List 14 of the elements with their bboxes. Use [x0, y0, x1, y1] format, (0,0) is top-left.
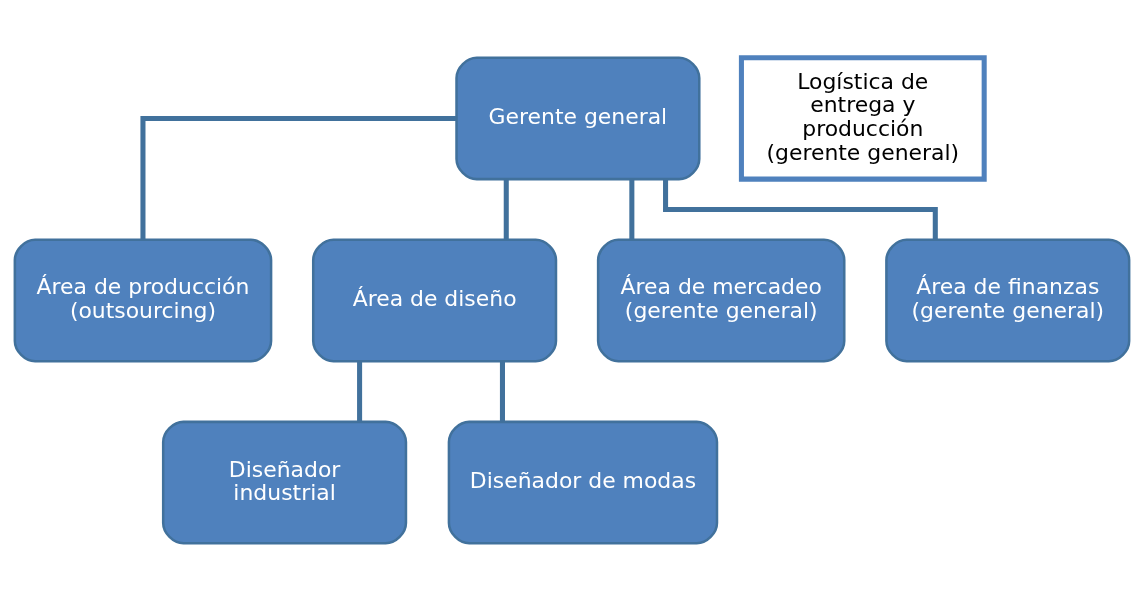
connector [140, 115, 457, 239]
connector [357, 361, 363, 421]
node-box: Gerente general [455, 55, 701, 180]
node-box: Área de diseño [311, 238, 558, 362]
node-box: Área de producción (outsourcing) [13, 238, 273, 362]
connector [499, 361, 505, 421]
node-box: Logística de entrega y producción (gerente general) [738, 54, 987, 182]
connector [629, 179, 635, 239]
node-box: Diseñador industrial [161, 420, 408, 545]
node-box: Diseñador de modas [447, 420, 719, 545]
node-box: Área de mercadeo (gerente general) [596, 238, 846, 362]
node-box: Área de finanzas (gerente general) [885, 238, 1131, 362]
connector [503, 179, 509, 239]
connector [663, 178, 938, 240]
